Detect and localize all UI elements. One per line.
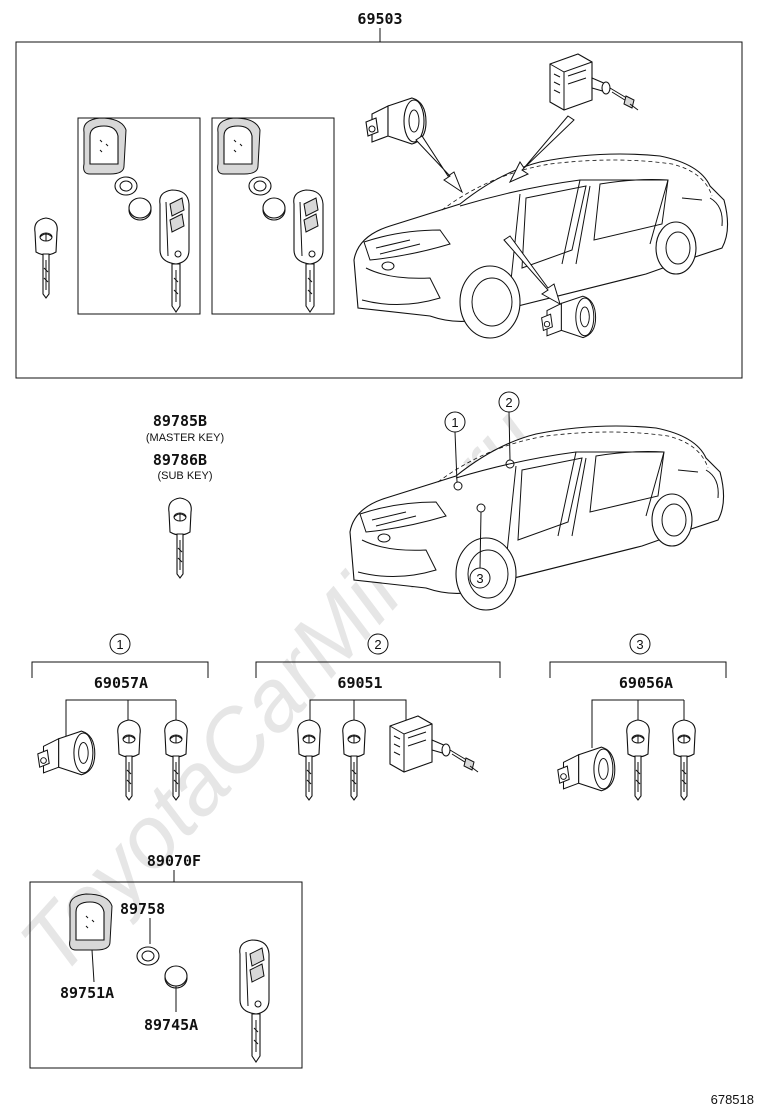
location-marker-2-text: 2 — [505, 395, 512, 410]
assembly-cover-2[interactable] — [217, 117, 261, 175]
assembly-fob-2[interactable] — [293, 189, 324, 313]
location-car — [349, 425, 725, 611]
assembly-cover-1[interactable] — [83, 117, 127, 175]
transmitter-part-3-number[interactable]: 89745A — [144, 1016, 198, 1034]
figure-id: 678518 — [711, 1092, 754, 1107]
assembly-car — [353, 153, 729, 339]
group-2-marker-text: 2 — [374, 637, 381, 652]
assembly-battery-2[interactable] — [262, 197, 286, 221]
sub-key-label: (SUB KEY) — [157, 470, 212, 482]
location-marker-1-text: 1 — [451, 415, 458, 430]
arrow-to-ignition — [415, 135, 464, 194]
group-3-marker-text: 3 — [636, 637, 643, 652]
assembly-box — [15, 41, 743, 379]
group-3-bracket — [549, 661, 727, 678]
group-3-key-a[interactable] — [626, 719, 650, 801]
arrow-to-trunk — [503, 235, 561, 306]
sub-key-number[interactable]: 89786B — [153, 451, 207, 469]
group-1-marker — [109, 633, 131, 655]
group-1-bracket — [31, 661, 209, 678]
group-1-marker-text: 1 — [116, 637, 123, 652]
transmitter-ring[interactable] — [136, 946, 160, 966]
master-sub-key[interactable] — [168, 497, 192, 579]
assembly-ignition-cylinder[interactable] — [365, 97, 427, 145]
group-2-door-lock[interactable] — [389, 715, 479, 773]
group-1-cylinder[interactable] — [37, 730, 96, 776]
assembly-trunk-cylinder[interactable] — [541, 295, 597, 339]
group-3-marker — [629, 633, 651, 655]
transmitter-part-1-number[interactable]: 89758 — [120, 900, 165, 918]
group-3-key-b[interactable] — [672, 719, 696, 801]
location-marker-3-text: 3 — [476, 571, 483, 586]
master-key-number[interactable]: 89785B — [153, 412, 207, 430]
group-2-key-b[interactable] — [342, 719, 366, 801]
assembly-battery-1[interactable] — [128, 197, 152, 221]
group-2-key-a[interactable] — [297, 719, 321, 801]
group-3-number[interactable]: 69056A — [619, 674, 673, 692]
arrow-to-door — [508, 115, 575, 184]
assembly-loose-key[interactable] — [34, 217, 58, 299]
assembly-ring-2[interactable] — [248, 176, 272, 196]
assembly-transmitter-box-2 — [211, 117, 335, 315]
group-2-number[interactable]: 69051 — [337, 674, 382, 692]
assembly-door-lock[interactable] — [549, 53, 639, 111]
master-key-label: (MASTER KEY) — [146, 432, 224, 444]
group-2-bracket — [255, 661, 501, 678]
assembly-ring-1[interactable] — [114, 176, 138, 196]
transmitter-part-2-number[interactable]: 89751A — [60, 984, 114, 1002]
group-3-cylinder[interactable] — [557, 746, 616, 792]
transmitter-fob[interactable] — [239, 939, 270, 1063]
group-2-marker — [367, 633, 389, 655]
transmitter-box — [29, 881, 303, 1069]
transmitter-number[interactable]: 89070F — [147, 852, 201, 870]
assembly-transmitter-box-1 — [77, 117, 201, 315]
assembly-fob-1[interactable] — [159, 189, 190, 313]
transmitter-battery[interactable] — [164, 965, 188, 989]
transmitter-cover[interactable] — [69, 893, 113, 951]
assembly-number[interactable]: 69503 — [357, 10, 402, 28]
group-1-number[interactable]: 69057A — [94, 674, 148, 692]
